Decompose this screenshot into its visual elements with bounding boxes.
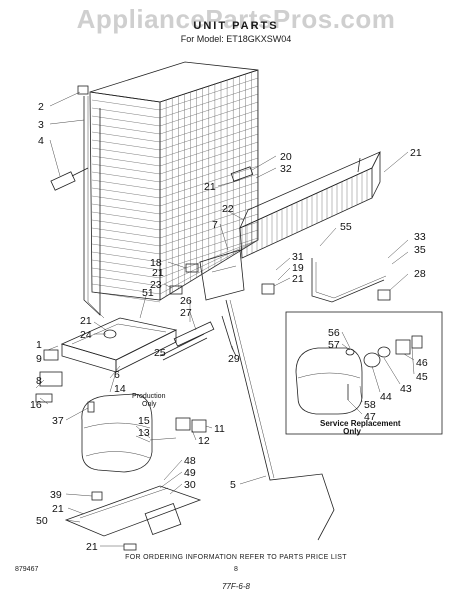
compressor-base-plate (64, 485, 202, 537)
page-number: 8 (234, 566, 238, 573)
callout-29: 29 (228, 353, 240, 365)
handwritten-date: 77F-6-8 (221, 582, 250, 591)
callout-20: 20 (280, 151, 292, 163)
callout-7: 7 (212, 219, 218, 231)
callout-48: 48 (184, 455, 196, 467)
callout-28: 28 (414, 268, 426, 280)
callout-50: 50 (36, 515, 48, 527)
screw-37 (87, 401, 95, 413)
clip-28 (377, 289, 391, 301)
grommet-39 (91, 491, 103, 501)
tube-5 (225, 299, 335, 541)
part-16 (35, 393, 53, 403)
callout-47: 47 (364, 411, 376, 423)
callout-12: 12 (198, 435, 210, 447)
tube-26 (173, 321, 215, 347)
callout-37: 37 (52, 415, 64, 427)
screw-23 (169, 285, 183, 295)
callout-45: 45 (416, 371, 428, 383)
callout-numbers: 2 3 4 20 32 21 21 22 7 55 33 35 28 18 31… (30, 101, 428, 553)
callout-15: 15 (138, 415, 150, 427)
part-31 (261, 283, 275, 295)
relay-12 (175, 417, 207, 433)
condenser-coil (239, 151, 381, 259)
callout-21a: 21 (410, 147, 422, 159)
document-code: 879467 (15, 566, 39, 573)
fitting-20 (230, 166, 254, 182)
screw-21g (123, 543, 137, 551)
watermark: AppliancePartsPros.com (76, 4, 396, 34)
callout-30: 30 (184, 479, 196, 491)
callout-58: 58 (364, 399, 376, 411)
callout-22: 22 (222, 203, 234, 215)
drier-fitting-4 (50, 167, 89, 191)
callout-9: 9 (36, 353, 42, 365)
model-label: For Model: ET18GKXSW04 (180, 34, 292, 44)
production-note-1: Production (132, 393, 166, 400)
callout-5: 5 (230, 479, 236, 491)
clip-9 (43, 349, 59, 361)
callout-25: 25 (154, 347, 166, 359)
service-replacement-box: Service Replacement Only (285, 311, 443, 436)
callout-23: 23 (150, 279, 162, 291)
callout-11: 11 (214, 423, 225, 435)
production-note-2: Only (142, 401, 157, 408)
callout-55: 55 (340, 221, 352, 233)
callout-51: 51 (142, 287, 154, 299)
callout-6: 6 (114, 369, 120, 381)
callout-33: 33 (414, 231, 426, 243)
callout-3: 3 (38, 119, 44, 131)
diagram-title: UNIT PARTS (193, 20, 279, 32)
callout-24: 24 (80, 329, 92, 341)
callout-21b: 21 (204, 181, 216, 193)
service-box-title-2: Only (343, 427, 361, 436)
callout-4: 4 (38, 135, 44, 147)
condenser-bracket-7 (199, 249, 245, 301)
callout-13: 13 (138, 427, 150, 439)
bracket-8 (39, 371, 63, 387)
callout-49: 49 (184, 467, 196, 479)
evaporator-coil (83, 61, 259, 319)
callout-46: 46 (416, 357, 428, 369)
ordering-info: FOR ORDERING INFORMATION REFER TO PARTS … (125, 554, 347, 561)
callout-21d: 21 (152, 267, 164, 279)
callout-43: 43 (400, 383, 412, 395)
tube-27 (159, 333, 208, 361)
callout-35: 35 (414, 244, 426, 256)
clip-2 (77, 85, 89, 95)
callout-1: 1 (36, 339, 42, 351)
callout-19: 19 (292, 262, 304, 274)
callout-39: 39 (50, 489, 62, 501)
compressor-production (81, 393, 153, 473)
callout-32: 32 (280, 163, 292, 175)
callout-21c: 21 (292, 273, 304, 285)
callout-21f: 21 (52, 503, 64, 515)
callout-57: 57 (328, 339, 340, 351)
callout-26: 26 (180, 295, 192, 307)
callout-2: 2 (38, 101, 44, 113)
callout-21e: 21 (80, 315, 92, 327)
callout-27: 27 (180, 307, 192, 319)
callout-21g: 21 (86, 541, 98, 553)
callout-44: 44 (380, 391, 392, 403)
leader-lines (35, 91, 415, 547)
service-box-title-1: Service Replacement (320, 419, 401, 428)
callout-16: 16 (30, 399, 42, 411)
callout-8: 8 (36, 375, 42, 387)
callout-14: 14 (114, 383, 126, 395)
callout-31: 31 (292, 251, 304, 263)
tube-33 (311, 258, 385, 303)
callout-56: 56 (328, 327, 340, 339)
callout-18: 18 (150, 257, 162, 269)
